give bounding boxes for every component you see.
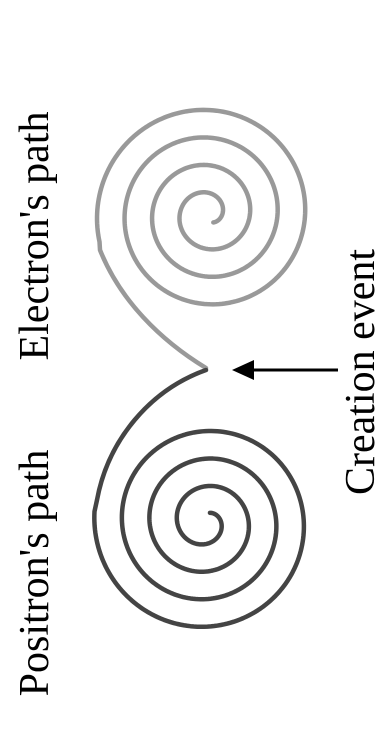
creation-event-arrow [232,360,338,380]
creation-event-label: Creation event [338,249,384,495]
electron-path-label: Electron's path [12,112,58,361]
positron-spiral-path [94,370,304,627]
positron-path-label: Positron's path [12,450,58,697]
electron-spiral-path [97,110,305,368]
